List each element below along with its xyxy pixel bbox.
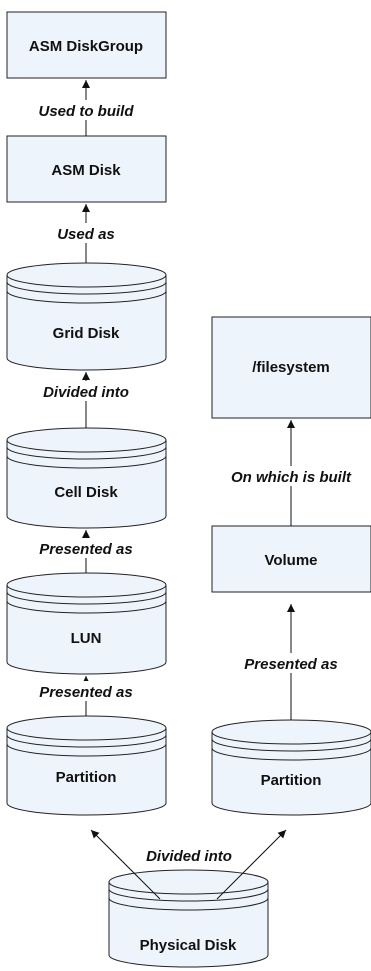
cell-disk-node: Cell Disk bbox=[6, 427, 167, 529]
volume-label: Volume bbox=[264, 552, 317, 569]
asm-disk-label: ASM Disk bbox=[51, 162, 121, 179]
edge-divided-into-grid-label: Divided into bbox=[43, 384, 129, 401]
edge-physical-to-left-arrow bbox=[90, 829, 161, 900]
filesystem-node: /filesystem bbox=[211, 316, 371, 419]
physical-disk-label: Physical Disk bbox=[140, 937, 237, 954]
asm-diskgroup-label: ASM DiskGroup bbox=[29, 38, 143, 55]
edge-physical-to-right-arrow bbox=[216, 829, 287, 900]
partition-right-node: Partition bbox=[211, 719, 371, 816]
physical-disk-node: Physical Disk bbox=[108, 869, 269, 968]
edge-on-which-is-built-label: On which is built bbox=[231, 469, 352, 486]
lun-label: LUN bbox=[71, 630, 102, 647]
edge-used-to-build-label: Used to build bbox=[39, 103, 135, 120]
edge-divided-into-physical-label: Divided into bbox=[146, 848, 232, 865]
edge-presented-as-right-label: Presented as bbox=[244, 656, 337, 673]
edge-used-as-label: Used as bbox=[57, 226, 115, 243]
grid-disk-label: Grid Disk bbox=[53, 325, 120, 342]
edge-presented-as-cell-label: Presented as bbox=[39, 541, 132, 558]
partition-right-label: Partition bbox=[261, 772, 322, 789]
asm-diskgroup-node: ASM DiskGroup bbox=[6, 11, 167, 79]
grid-disk-node: Grid Disk bbox=[6, 262, 167, 371]
asm-disk-node: ASM Disk bbox=[6, 135, 167, 203]
volume-node: Volume bbox=[211, 525, 371, 593]
cell-disk-label: Cell Disk bbox=[54, 484, 118, 501]
partition-left-label: Partition bbox=[56, 769, 117, 786]
edge-presented-as-lun-label: Presented as bbox=[39, 684, 132, 701]
filesystem-label: /filesystem bbox=[252, 359, 330, 376]
partition-left-node: Partition bbox=[6, 715, 167, 816]
lun-node: LUN bbox=[6, 572, 167, 675]
